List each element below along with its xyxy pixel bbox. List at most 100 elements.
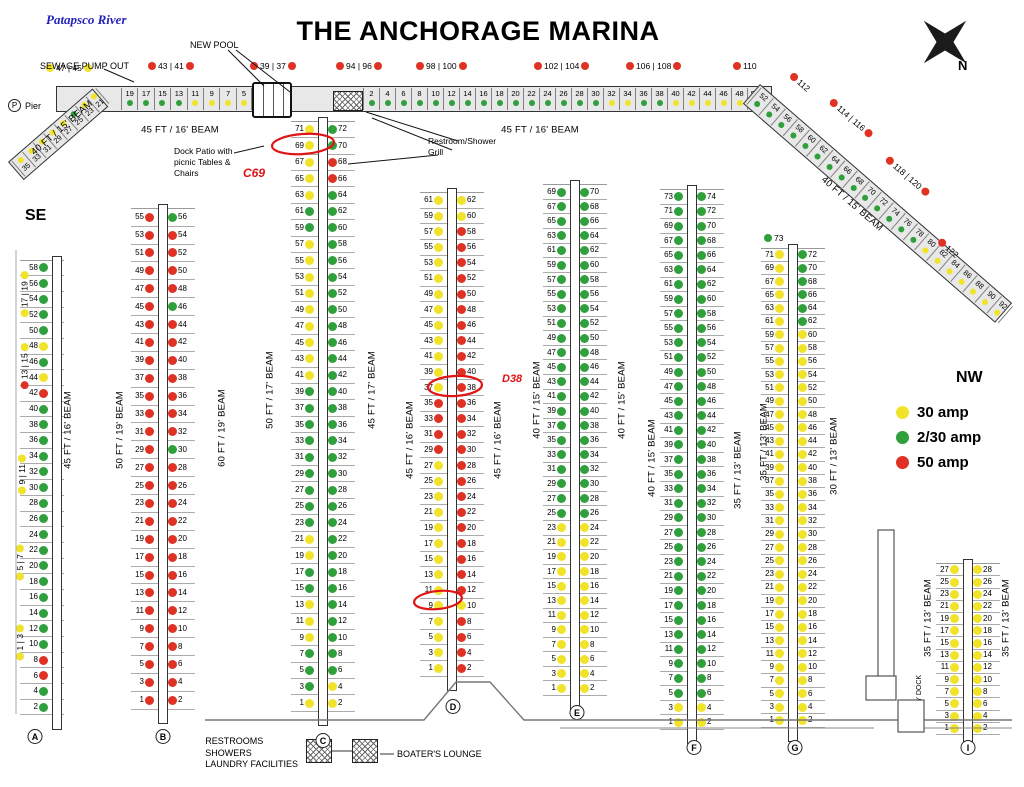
slip-number: 65 (765, 289, 774, 299)
slip-power-dot (798, 410, 807, 420)
slip-power-dot (798, 436, 807, 446)
slip-number: 49 (664, 367, 673, 377)
slip-number: 32 (808, 515, 817, 525)
slip-power-dot (775, 636, 784, 646)
slip-number: 12 (467, 585, 476, 595)
slip-power-dot (557, 567, 566, 577)
slip-number: 65 (295, 173, 304, 183)
slip-number: 52 (590, 318, 599, 328)
slip-power-dot (457, 617, 466, 627)
slip-number: 1 (139, 695, 144, 705)
slip-number: 33 (424, 413, 433, 423)
beam-label: 35 FT / 13' BEAM (1000, 579, 1012, 657)
slip-power-dot (580, 479, 589, 489)
slip-number: 55 (135, 212, 144, 222)
slip-number: 31 (135, 426, 144, 436)
slip-number: 10 (29, 639, 38, 649)
slip-number: 56 (178, 212, 187, 222)
slip-power-dot (39, 592, 48, 602)
slip-number: 63 (547, 230, 556, 240)
slip-power-dot (168, 534, 177, 544)
slip-row: 4 (20, 684, 64, 700)
slip-number: 5 (668, 688, 673, 698)
slip-number: 12 (338, 616, 347, 626)
label-restrooms-facilities: RESTROOMS SHOWERS LAUNDRY FACILITIES (205, 736, 298, 770)
slip-number: 56 (467, 242, 476, 252)
slip-number: 40 (338, 386, 347, 396)
slip-row: 34 (20, 449, 64, 465)
slip-power-dot (557, 333, 566, 343)
slip-power-dot (328, 190, 337, 200)
slip-number: 14 (808, 635, 817, 645)
slip-number: 14 (29, 608, 38, 618)
slip-number: 8 (983, 686, 988, 696)
slip-number: 51 (424, 273, 433, 283)
slip-number: 17 (135, 552, 144, 562)
slip-power-dot (798, 463, 807, 473)
slip-number: 41 (295, 370, 304, 380)
slip-power-dot (168, 302, 177, 312)
slip-number: 20 (29, 560, 38, 570)
slip-power-dot (328, 665, 337, 675)
slip-power-dot (168, 320, 177, 330)
slip-power-dot (39, 451, 48, 461)
slip-number: 11 (547, 610, 556, 620)
slip-number: 38 (338, 403, 347, 413)
beam-label: 45 FT / 16' BEAM (501, 124, 579, 136)
slip-power-dot (145, 284, 154, 294)
slip-number: 47 (547, 347, 556, 357)
slip-number: 66 (707, 250, 716, 260)
slip-power-dot (557, 625, 566, 635)
slip-power-dot (305, 452, 314, 462)
slip-number: 43 (547, 376, 556, 386)
slip-power-dot (775, 370, 784, 380)
slip-power-dot (697, 498, 706, 508)
slip-power-dot (580, 187, 589, 197)
slip-number: 43 (765, 436, 774, 446)
slip-power-dot (580, 275, 589, 285)
slip-number: 40 (467, 367, 476, 377)
slip-number: 43 (135, 319, 144, 329)
slip-power-dot (434, 429, 443, 439)
slip-power-dot (798, 343, 807, 353)
slip-power-dot (798, 649, 807, 659)
beam-label: 40 FT / 15' BEAM (531, 361, 543, 439)
slip-power-dot (557, 435, 566, 445)
slip-power-dot (305, 141, 314, 151)
slip-power-dot (674, 411, 683, 421)
slip-number: 24 (543, 89, 552, 98)
beam-label: 45 FT / 16' BEAM (404, 401, 416, 479)
slip-power-dot (674, 455, 683, 465)
slip-number: 11 (424, 585, 433, 595)
slip-number: 21 (765, 582, 774, 592)
slip-power-dot (18, 454, 27, 463)
slip-power-dot (305, 649, 314, 659)
slip-number: 34 (178, 408, 187, 418)
slip-power-dot (328, 420, 337, 430)
slip-number: 51 (295, 288, 304, 298)
slip-power-dot (20, 381, 29, 390)
slip-power-dot (919, 185, 931, 198)
slip-power-dot (145, 427, 154, 437)
slip-row: 2 (20, 700, 64, 716)
slip-power-dot (16, 572, 25, 581)
slip-power-dot (798, 316, 807, 326)
slip-power-dot (305, 633, 314, 643)
slip-number: 66 (590, 216, 599, 226)
slip-power-dot (674, 703, 683, 713)
slip-power-dot (328, 124, 337, 134)
slip-number: 50 (707, 367, 716, 377)
slip-power-dot (798, 370, 807, 380)
slip-power-dot (973, 711, 982, 721)
slip-power-dot (697, 630, 706, 640)
slip-power-dot (168, 391, 177, 401)
slip-number: 6 (338, 665, 343, 675)
slip-power-dot (697, 615, 706, 625)
slip-power-dot (39, 279, 48, 289)
slip-number: 13 (765, 635, 774, 645)
slip-power-dot (305, 124, 314, 134)
slip-power-dot (697, 382, 706, 392)
slip-power-dot (697, 279, 706, 289)
pier-letter-D: D (445, 699, 461, 714)
slip-power-dot (145, 266, 154, 276)
